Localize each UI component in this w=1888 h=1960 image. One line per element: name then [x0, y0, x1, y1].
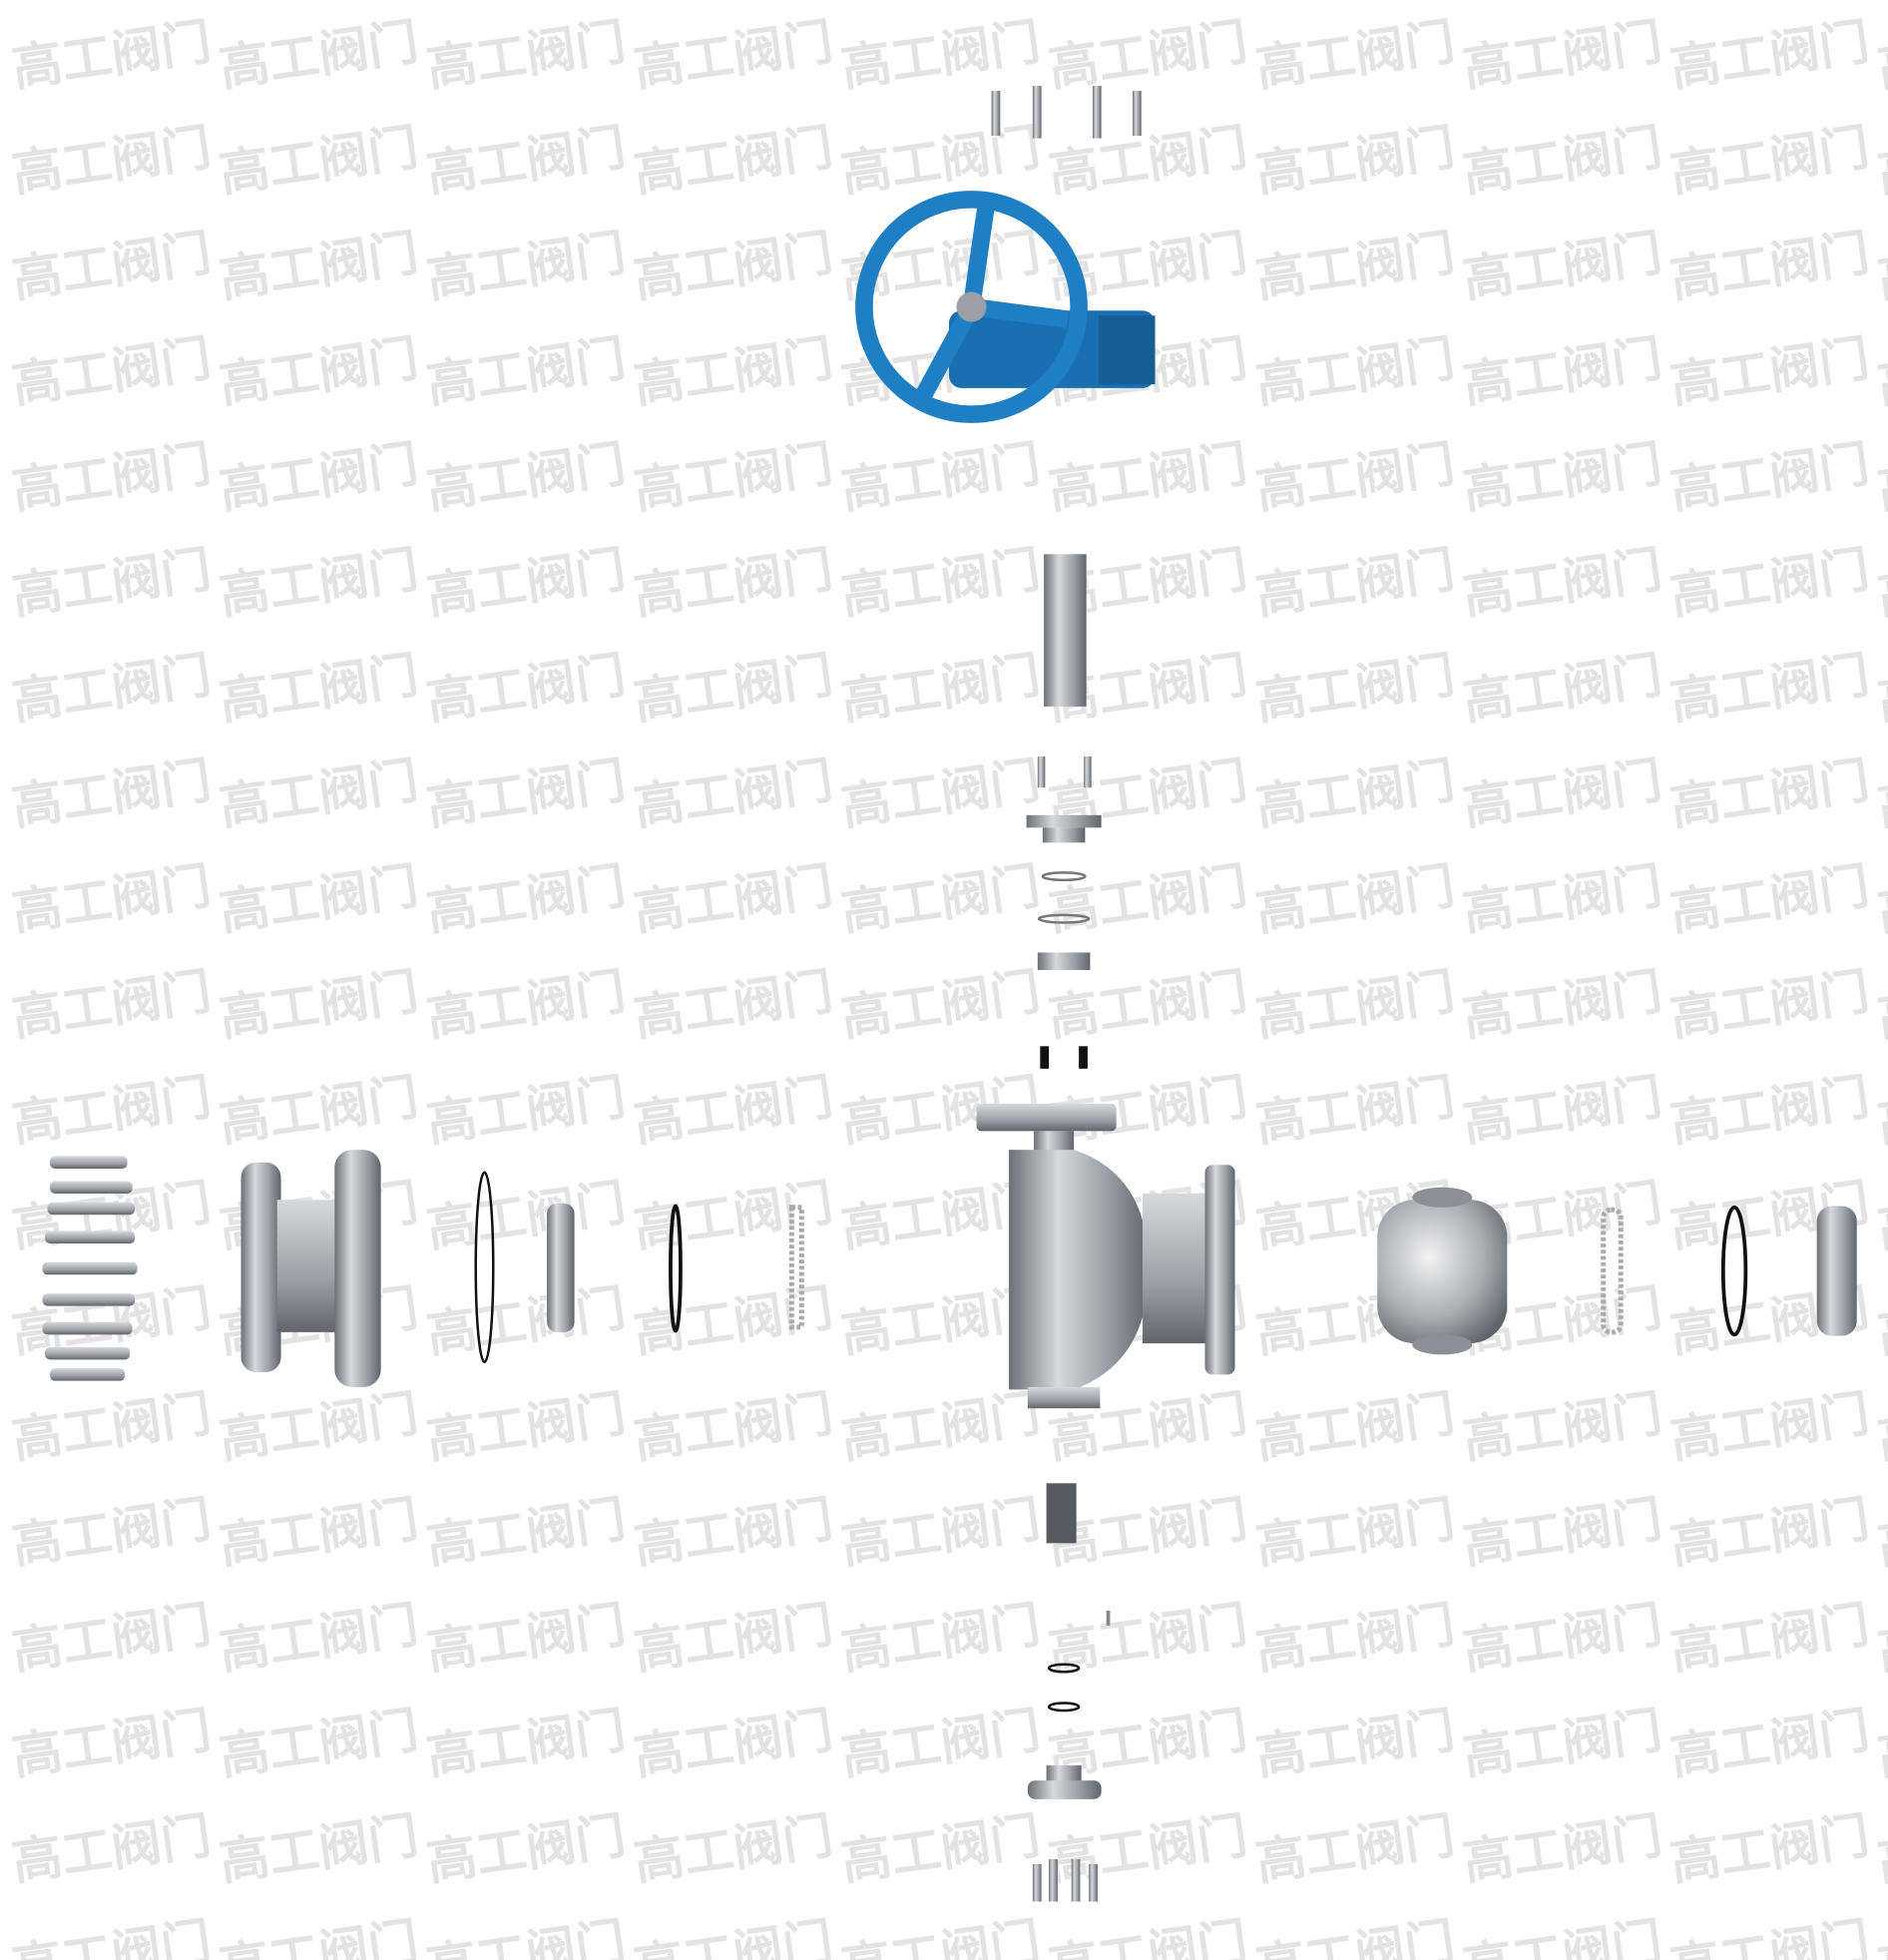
trunnion: [1046, 1483, 1077, 1544]
stem-keys: [1040, 1046, 1088, 1069]
bottom-cover-bolts: [1032, 1858, 1098, 1902]
valve-stem: [1044, 554, 1087, 707]
stem-pins: [1037, 756, 1092, 788]
bottom-o-ring: [1047, 1663, 1081, 1674]
packing-ring: [1041, 871, 1087, 882]
gearbox: [949, 310, 1156, 388]
bottom-pin: [1106, 1610, 1111, 1626]
spring-ring-right: [1601, 1207, 1624, 1335]
stem-bushing: [1037, 952, 1091, 970]
handwheel: [855, 191, 1088, 423]
bottom-o-ring: [1047, 1702, 1081, 1713]
bottom-cover: [1027, 1765, 1102, 1799]
o-ring-large-left: [474, 1171, 495, 1364]
gearbox-bolts: [991, 86, 1142, 139]
spring-ring-left: [788, 1205, 804, 1330]
valve-body: [976, 1103, 1235, 1409]
flange-bolts: [42, 1156, 138, 1381]
ball: [1377, 1187, 1508, 1355]
end-flange-adapter: [240, 1150, 381, 1387]
o-ring-right: [1720, 1205, 1748, 1337]
packing-ring: [1037, 913, 1091, 924]
gland-flange: [1026, 814, 1102, 843]
seat-ring-left: [547, 1203, 575, 1332]
o-ring-left: [669, 1204, 683, 1333]
seat-ring-right: [1816, 1206, 1857, 1336]
